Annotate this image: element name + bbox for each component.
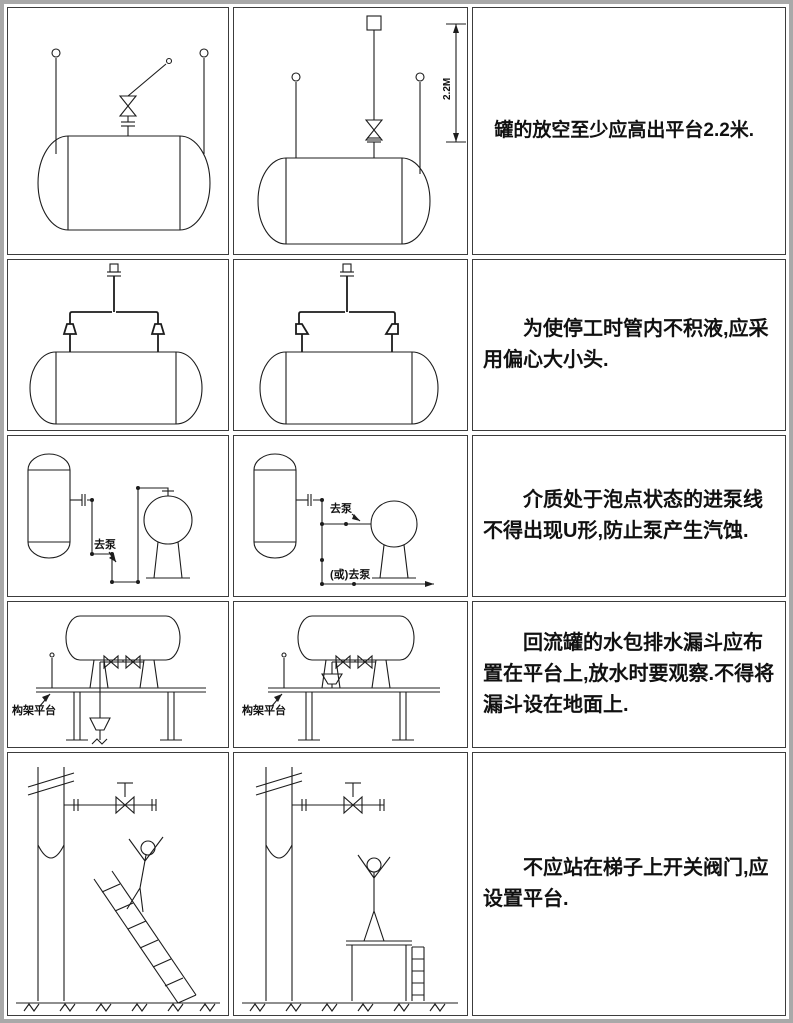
row3-correct-diagram-cell: 去泵 (或)去泵 — [233, 435, 468, 597]
caption-drain-funnel: 回流罐的水包排水漏斗应布置在平台上,放水时要观察.不得将漏斗设在地面上. — [483, 632, 775, 716]
row3-caption-cell: 介质处于泡点状态的进泵线不得出现U形,防止泵产生汽蚀. — [472, 435, 786, 597]
branch-valve-icon — [115, 795, 135, 815]
drain-funnel — [89, 717, 111, 731]
person-legs — [126, 887, 144, 913]
eccentric-reducer-correct-diagram — [259, 263, 439, 425]
row1-correct-diagram-cell: 2.2M — [233, 7, 468, 255]
platform-label: 构架平台 — [242, 703, 286, 717]
person-head — [140, 840, 156, 856]
valve-from-platform-correct-diagram — [242, 767, 458, 1012]
platform-ladder — [411, 946, 425, 1001]
pump-casing — [370, 500, 418, 548]
pump-suction-u-shape-wrong-diagram: 去泵 — [27, 453, 193, 584]
to-pump-arrow — [109, 554, 116, 562]
tank-high-vent-correct-diagram: 2.2M — [257, 15, 466, 245]
person-arms — [357, 854, 391, 879]
caption-pump-suction: 介质处于泡点状态的进泵线不得出现U形,防止泵产生汽蚀. — [483, 489, 763, 542]
funnel-on-platform-correct-diagram: 构架平台 — [242, 615, 440, 741]
row5-caption-cell: 不应站在梯子上开关阀门,应设置平台. — [472, 752, 786, 1016]
caption-vent-height: 罐的放空至少应高出平台2.2米. — [494, 120, 755, 142]
pump-casing — [143, 495, 193, 545]
eccentric-reducer-left — [295, 323, 310, 335]
pipe-break-symbol — [27, 772, 75, 796]
alt-route-arrow — [425, 581, 434, 587]
tank-low-vent-wrong-diagram — [37, 48, 211, 231]
valve-from-ladder-wrong-diagram — [16, 767, 220, 1012]
platform-label: 构架平台 — [12, 703, 56, 717]
pump-suction-no-u-correct-diagram: 去泵 (或)去泵 — [253, 453, 434, 587]
person-arms — [128, 836, 164, 862]
row5-wrong-diagram-cell — [7, 752, 229, 1016]
dimension-arrow-up — [453, 24, 459, 33]
vent-valve-icon — [364, 119, 384, 141]
ladder-rail — [111, 870, 197, 996]
row4-correct-diagram-cell: 构架平台 — [233, 601, 468, 748]
row1-wrong-diagram-cell — [7, 7, 229, 255]
row2-caption-cell: 为使停工时管内不积液,应采用偏心大小头. — [472, 259, 786, 431]
drain-valve-icon — [125, 654, 141, 670]
or-to-pump-label: (或)去泵 — [330, 567, 370, 581]
concentric-reducer-wrong-diagram — [29, 263, 203, 425]
tank-right-head — [179, 135, 211, 231]
row5-correct-diagram-cell — [233, 752, 468, 1016]
caption-eccentric-reducer: 为使停工时管内不积液,应采用偏心大小头. — [483, 318, 769, 371]
riser-blind-flange — [109, 263, 119, 273]
platform-arrow — [274, 694, 282, 702]
concentric-reducer-right — [150, 323, 166, 335]
row2-wrong-diagram-cell — [7, 259, 229, 431]
drain-valve-icon — [103, 654, 119, 670]
low-vent-outlet — [127, 63, 167, 97]
left-vent-open-end — [51, 48, 61, 58]
to-pump-label: 去泵 — [94, 537, 116, 551]
row2-correct-diagram-cell — [233, 259, 468, 431]
platform-arrow — [42, 694, 50, 702]
to-pump-arrow — [352, 514, 360, 521]
drain-valve-icon — [357, 654, 373, 670]
vent-valve-icon — [118, 95, 138, 117]
right-vent-open-end — [199, 48, 209, 58]
person-head — [366, 857, 382, 873]
to-pump-label: 去泵 — [330, 501, 352, 515]
column-bottom-curve — [37, 844, 65, 859]
pipe-break-symbol — [255, 772, 303, 796]
eccentric-reducer-right — [384, 323, 399, 335]
drain-valve-icon — [335, 654, 351, 670]
riser-blind-flange — [342, 263, 352, 273]
tank-left-head — [37, 135, 69, 231]
ground-hatch — [249, 1003, 446, 1012]
ladder-rail — [93, 878, 179, 1004]
person-legs — [363, 910, 385, 942]
ground-hatch — [23, 1003, 216, 1012]
row4-wrong-diagram-cell: 构架平台 — [7, 601, 229, 748]
tank-shell — [68, 135, 180, 231]
caption-valve-platform: 不应站在梯子上开关阀门,应设置平台. — [483, 857, 769, 910]
row1-caption-cell: 罐的放空至少应高出平台2.2米. — [472, 7, 786, 255]
suction-line-with-u — [87, 487, 169, 583]
vent-cap — [366, 15, 382, 31]
drain-funnel — [321, 673, 343, 685]
dimension-label: 2.2M — [442, 78, 453, 100]
row4-caption-cell: 回流罐的水包排水漏斗应布置在平台上,放水时要观察.不得将漏斗设在地面上. — [472, 601, 786, 748]
funnel-on-ground-wrong-diagram: 构架平台 — [12, 615, 206, 745]
branch-valve-icon — [343, 795, 363, 815]
dimension-arrow-down — [453, 133, 459, 142]
column-bottom-curve — [265, 844, 293, 859]
row3-wrong-diagram-cell: 去泵 — [7, 435, 229, 597]
concentric-reducer-left — [62, 323, 78, 335]
